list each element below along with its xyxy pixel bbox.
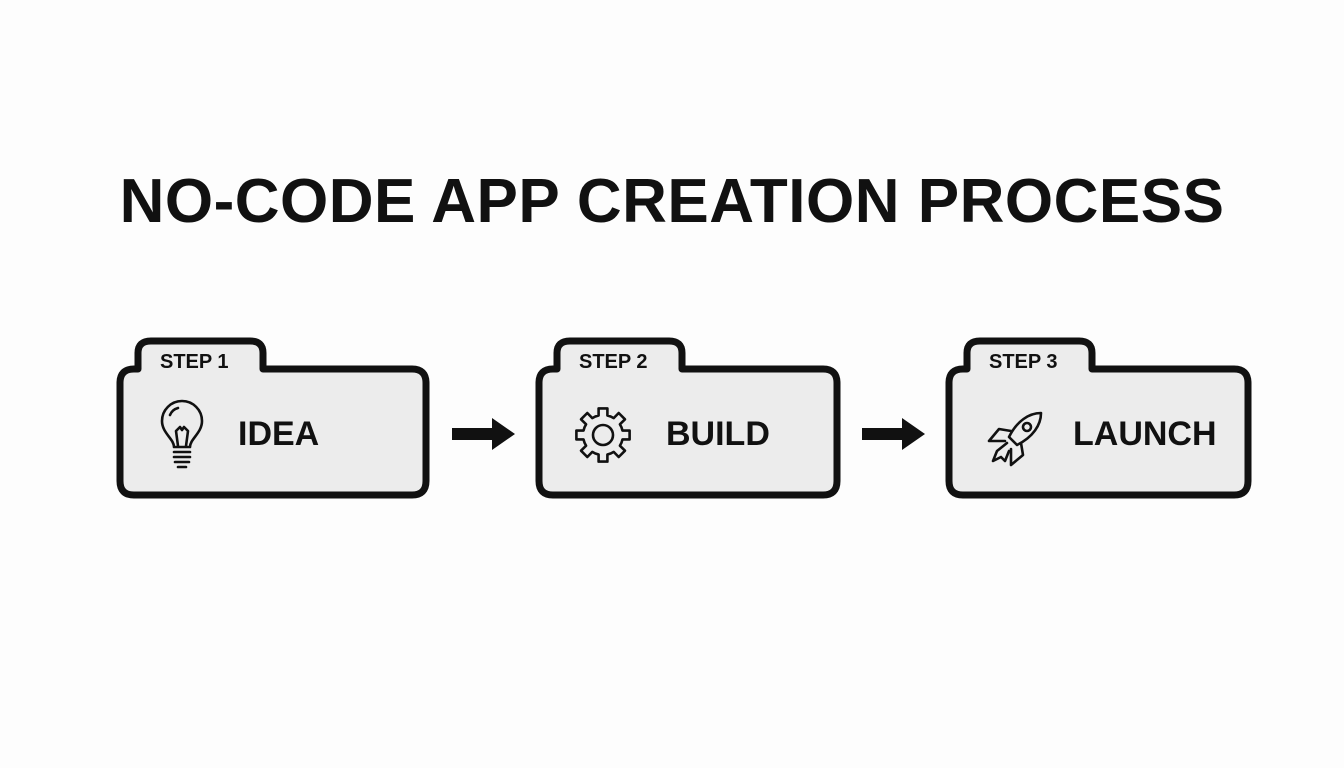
arrow-right-icon	[452, 418, 515, 450]
step-1-box: STEP 1 IDEA	[116, 337, 430, 499]
step-tag: STEP 3	[989, 351, 1058, 373]
gear-icon	[575, 407, 631, 463]
folder-outline	[945, 337, 1252, 499]
lightbulb-icon	[160, 399, 204, 469]
step-2-box: STEP 2 BUILD	[535, 337, 841, 499]
folder-shape	[945, 337, 1252, 499]
step-label: IDEA	[238, 415, 320, 453]
folder-outline	[535, 337, 841, 499]
step-tag: STEP 1	[160, 351, 229, 373]
diagram-title: NO-CODE APP CREATION PROCESS	[119, 167, 1225, 236]
step-tag: STEP 2	[579, 351, 648, 373]
step-label: BUILD	[666, 415, 770, 453]
rocket-icon	[987, 411, 1043, 467]
step-label: LAUNCH	[1073, 415, 1217, 453]
step-3-box: STEP 3 LAUNCH	[945, 337, 1252, 499]
arrow-right-icon	[862, 418, 925, 450]
folder-shape	[535, 337, 841, 499]
gear-teeth	[575, 407, 631, 463]
folder-outline	[116, 337, 430, 499]
folder-shape	[116, 337, 430, 499]
